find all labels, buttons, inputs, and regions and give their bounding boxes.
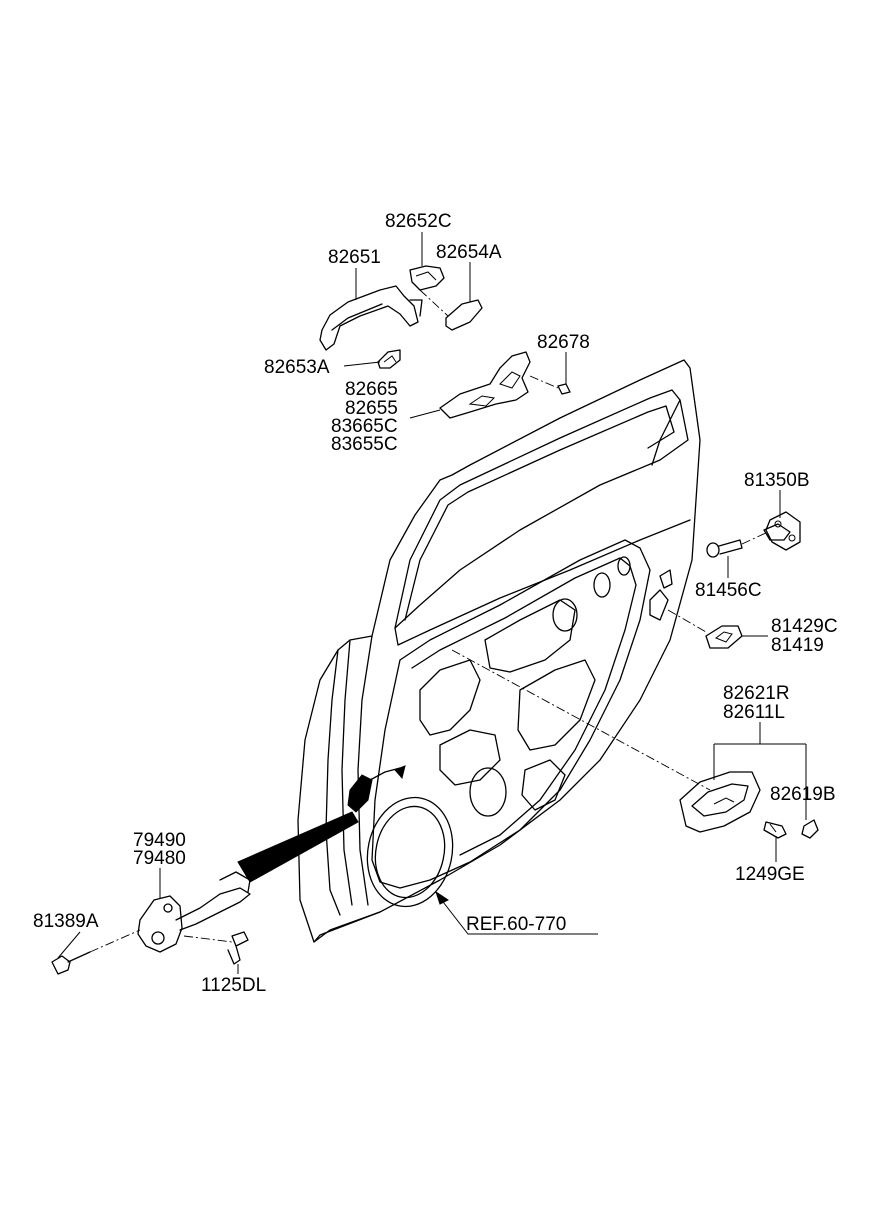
door-panel	[297, 359, 701, 943]
label-82654A: 82654A	[436, 242, 502, 263]
label-82653A: 82653A	[264, 357, 330, 378]
bolt-1125DL	[183, 931, 249, 965]
label-82678: 82678	[537, 332, 590, 353]
alignment-line-pad	[419, 289, 449, 317]
label-81456C: 81456C	[695, 580, 762, 601]
ref-arrowhead	[435, 890, 449, 905]
bolt-81456C	[706, 531, 769, 558]
checker-pointer	[237, 811, 359, 883]
label-82651: 82651	[328, 247, 381, 268]
label-81419: 81419	[771, 635, 824, 656]
handle-pad-82654A	[445, 299, 483, 331]
leader-lines	[57, 232, 807, 974]
handle-bracket-82665	[439, 351, 531, 419]
label-83655C: 83655C	[331, 434, 398, 455]
label-81389A: 81389A	[33, 911, 99, 932]
grommet-81429C	[667, 609, 743, 649]
bolt-81389A	[51, 929, 141, 975]
label-ref: REF.60-770	[466, 914, 566, 935]
handle-cover-82652C	[409, 265, 445, 291]
outside-handle-82651	[319, 285, 423, 351]
handle-pad-82653A	[377, 349, 401, 369]
inside-handle-82621R	[679, 771, 761, 833]
label-81350B: 81350B	[744, 470, 810, 491]
door-checker-79490	[137, 871, 251, 953]
label-1125DL: 1125DL	[201, 975, 266, 996]
alignment-line-handle	[451, 649, 711, 791]
label-82611L: 82611L	[723, 702, 785, 723]
striker-81350B	[763, 511, 801, 551]
label-83665C: 83665C	[331, 416, 398, 437]
label-82665: 82665	[345, 379, 398, 400]
label-82655: 82655	[345, 398, 398, 419]
label-82619B: 82619B	[770, 784, 836, 805]
label-79480: 79480	[133, 848, 186, 869]
label-82621R: 82621R	[723, 683, 790, 704]
label-82652C: 82652C	[385, 211, 452, 232]
label-81429C: 81429C	[771, 616, 838, 637]
screw-82678	[529, 375, 571, 395]
cap-82619B	[801, 819, 819, 839]
label-1249GE: 1249GE	[735, 864, 805, 885]
label-79490: 79490	[133, 830, 186, 851]
screw-1249GE	[763, 821, 787, 839]
part-labels: 82652C 82651 82654A 82653A 82678 82665 8…	[33, 211, 838, 996]
